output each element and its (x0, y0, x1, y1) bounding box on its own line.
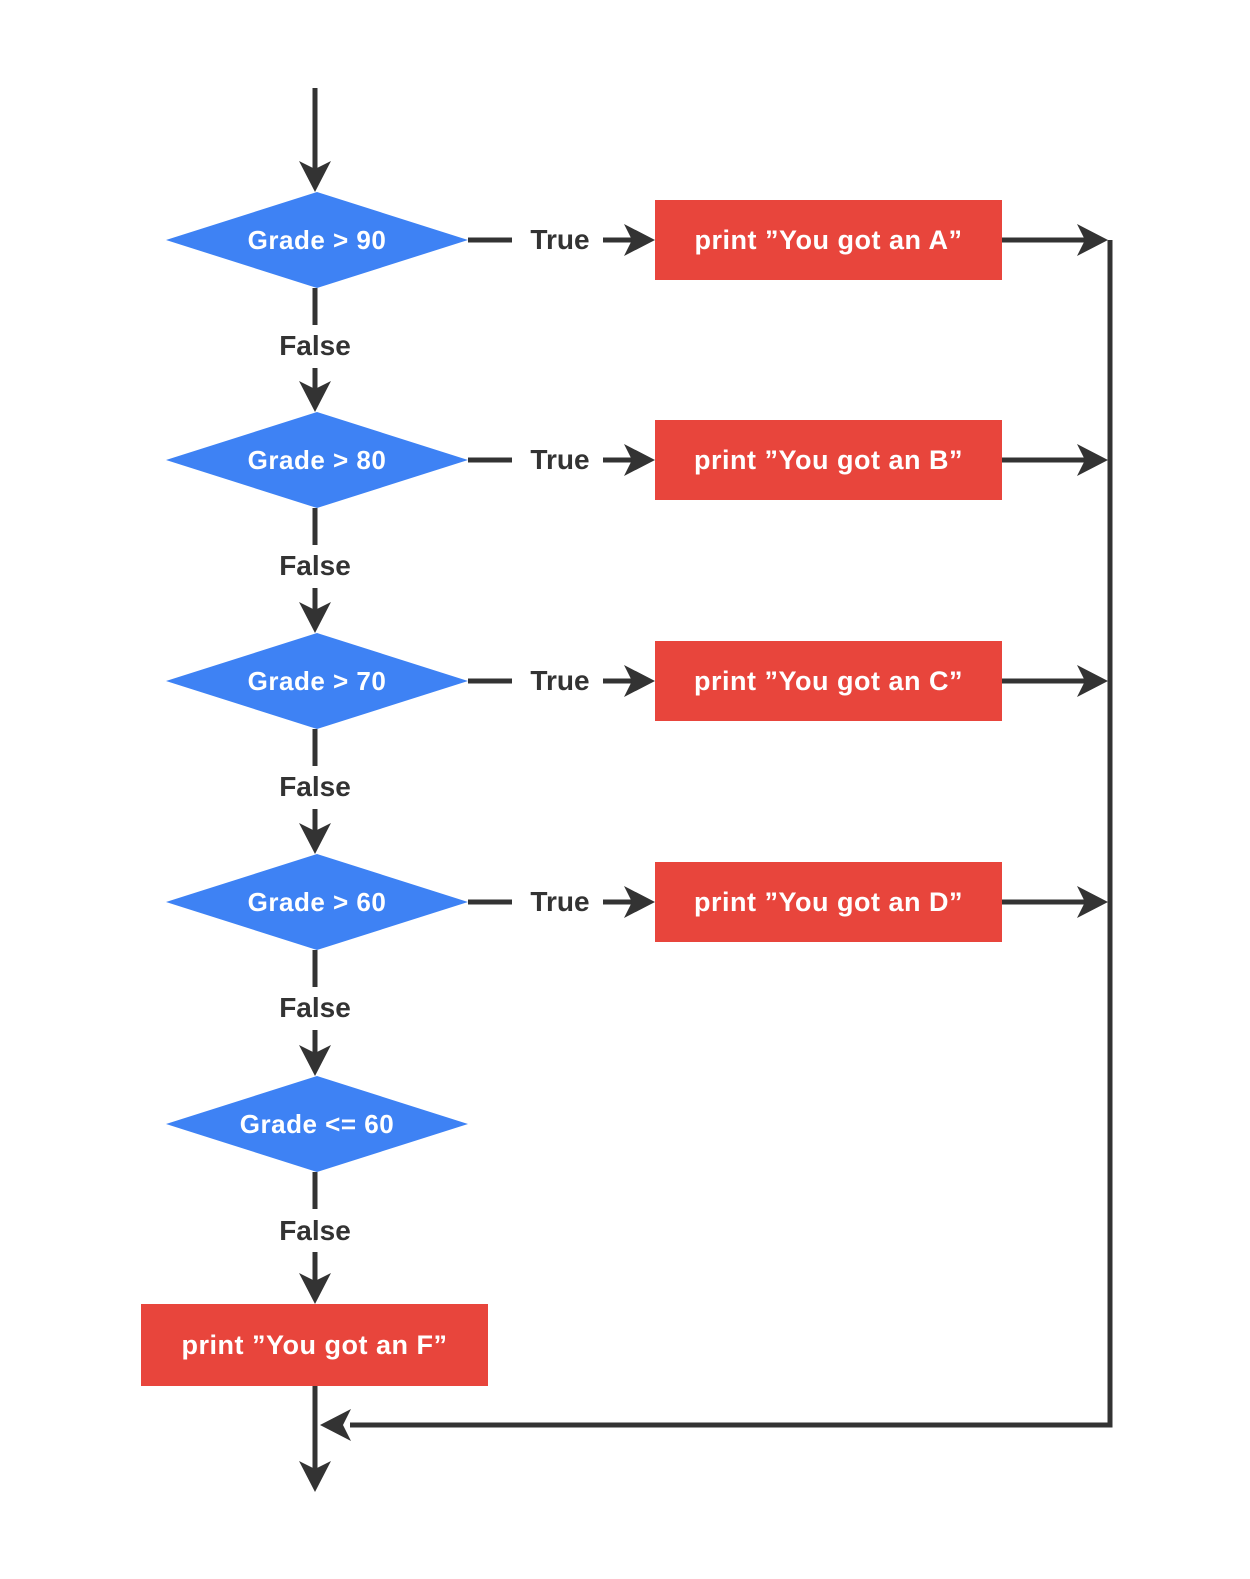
true-label-2: True (530, 665, 590, 696)
action-to-rail-connector-1 (1002, 444, 1108, 476)
arrowhead-right-icon (1077, 665, 1108, 697)
false-label-3: False (279, 992, 351, 1023)
arrowhead-left-icon (320, 1409, 351, 1441)
arrowhead-right-icon (1077, 224, 1108, 256)
action-to-rail-connector-2 (1002, 665, 1108, 697)
false-connector-0 (299, 288, 331, 412)
action-label: print ”You got an F” (181, 1329, 448, 1360)
arrowhead-down-icon (299, 823, 331, 854)
action-label: print ”You got an D” (694, 886, 963, 917)
action-label: print ”You got an C” (694, 665, 963, 696)
arrowhead-right-icon (1077, 886, 1108, 918)
action-print-d: print ”You got an D” (655, 862, 1002, 942)
false-label-1: False (279, 550, 351, 581)
arrowhead-right-icon (624, 886, 655, 918)
arrowhead-down-icon (299, 602, 331, 633)
action-print-c: print ”You got an C” (655, 641, 1002, 721)
true-connector-3 (468, 886, 655, 918)
arrowhead-right-icon (1077, 444, 1108, 476)
false-label-2: False (279, 771, 351, 802)
false-connector-2 (299, 729, 331, 854)
true-label-0: True (530, 224, 590, 255)
arrowhead-down-icon (299, 381, 331, 412)
true-connector-1 (468, 444, 655, 476)
arrowhead-down-icon (299, 161, 331, 192)
arrowhead-right-icon (624, 665, 655, 697)
true-label-3: True (530, 886, 590, 917)
false-label-4: False (279, 1215, 351, 1246)
decision-label: Grade > 70 (247, 665, 387, 696)
arrowhead-down-icon (299, 1045, 331, 1076)
action-print-a: print ”You got an A” (655, 200, 1002, 280)
decision-label: Grade > 90 (247, 224, 387, 255)
final-connector (299, 1386, 331, 1492)
true-connector-0 (468, 224, 655, 256)
merge-rail-path (350, 240, 1113, 1428)
false-connector-1 (299, 508, 331, 633)
arrowhead-right-icon (624, 444, 655, 476)
decision-label: Grade > 60 (247, 886, 387, 917)
arrowhead-down-icon (299, 1461, 331, 1492)
action-to-rail-connector-3 (1002, 886, 1108, 918)
true-label-1: True (530, 444, 590, 475)
false-connector-4 (299, 1172, 331, 1304)
false-label-0: False (279, 330, 351, 361)
false-connector-3 (299, 950, 331, 1076)
arrowhead-right-icon (624, 224, 655, 256)
merge-rail-connector (320, 240, 1113, 1441)
start-connector (299, 88, 331, 192)
decision-label: Grade <= 60 (239, 1108, 395, 1139)
action-print-b: print ”You got an B” (655, 420, 1002, 500)
true-connector-2 (468, 665, 655, 697)
decision-label: Grade > 80 (247, 444, 387, 475)
arrowhead-down-icon (299, 1273, 331, 1304)
action-label: print ”You got an A” (694, 224, 963, 255)
action-print-f: print ”You got an F” (141, 1304, 488, 1386)
action-to-rail-connector-0 (1002, 224, 1108, 256)
action-label: print ”You got an B” (694, 444, 963, 475)
